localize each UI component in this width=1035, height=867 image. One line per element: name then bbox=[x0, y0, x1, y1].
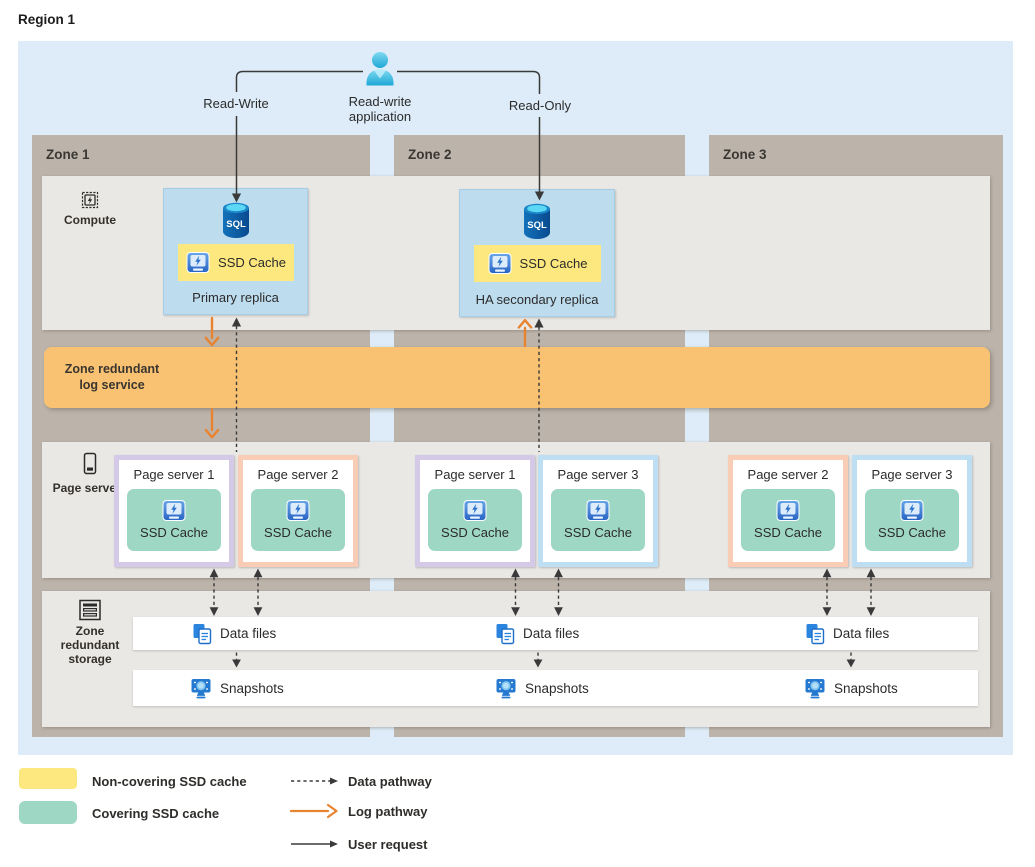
compute-label: Compute bbox=[64, 213, 116, 227]
ssd-disk-icon bbox=[488, 252, 512, 274]
data-files-label: Data files bbox=[523, 626, 580, 641]
compute-label-group: Compute bbox=[52, 190, 128, 227]
primary-ssd-cache: SSD Cache bbox=[178, 244, 294, 281]
page-server-title: Page server 1 bbox=[434, 467, 516, 482]
data-files-icon bbox=[496, 623, 515, 644]
ha-secondary-replica-box: SQL SSD Cache HA secondary replica bbox=[459, 189, 615, 317]
legend-log-pathway-label: Log pathway bbox=[348, 804, 428, 819]
zone-3-title: Zone 3 bbox=[723, 147, 767, 162]
page-server-title: Page server 2 bbox=[257, 467, 339, 482]
page-server-title: Page server 3 bbox=[557, 467, 639, 482]
zone-2-title: Zone 2 bbox=[408, 147, 452, 162]
ssd-disk-icon bbox=[463, 500, 487, 521]
data-files-label: Data files bbox=[833, 626, 890, 641]
snapshots-item-zone3: Snapshots bbox=[804, 670, 898, 706]
storage-label: Zone redundant storage bbox=[60, 624, 120, 666]
ssd-disk-icon bbox=[776, 500, 800, 521]
primary-replica-title: Primary replica bbox=[192, 290, 279, 305]
covering-ssd-cache: SSD Cache bbox=[428, 489, 522, 551]
data-files-icon bbox=[806, 623, 825, 644]
covering-ssd-cache: SSD Cache bbox=[865, 489, 959, 551]
page-server-title: Page server 1 bbox=[133, 467, 215, 482]
data-files-label: Data files bbox=[220, 626, 277, 641]
legend-covering-label: Covering SSD cache bbox=[92, 806, 220, 821]
ssd-cache-label: SSD Cache bbox=[441, 525, 509, 540]
page-server-box: Page server 3 SSD Cache bbox=[852, 455, 972, 567]
covering-ssd-cache: SSD Cache bbox=[251, 489, 345, 551]
user-request-arrow-icon bbox=[291, 840, 338, 848]
ssd-cache-label: SSD Cache bbox=[754, 525, 822, 540]
primary-replica-box: SQL SSD Cache Primary replica bbox=[163, 188, 308, 315]
data-files-icon bbox=[193, 623, 212, 644]
storage-label-group: Zone redundant storage bbox=[52, 599, 128, 666]
ssd-disk-icon bbox=[286, 500, 310, 521]
user-icon bbox=[366, 52, 394, 86]
page-server-icon bbox=[83, 452, 97, 475]
read-write-label: Read-Write bbox=[203, 96, 269, 111]
snapshots-icon bbox=[805, 678, 825, 698]
page-server-box: Page server 3 SSD Cache bbox=[538, 455, 658, 567]
snapshots-label: Snapshots bbox=[220, 680, 284, 696]
ssd-cache-label: SSD Cache bbox=[564, 525, 632, 540]
data-files-strip: Data files Data files Data files bbox=[133, 617, 978, 650]
legend-covering-swatch bbox=[19, 801, 77, 824]
ssd-disk-icon bbox=[162, 500, 186, 521]
ssd-disk-icon bbox=[900, 500, 924, 521]
snapshots-label: Snapshots bbox=[525, 680, 589, 696]
page-servers-label: Page servers bbox=[52, 481, 128, 495]
log-pathway-arrow-icon bbox=[290, 803, 338, 819]
legend-user-request-label: User request bbox=[348, 837, 428, 852]
application-label: Read-write application bbox=[348, 94, 412, 124]
ha-ssd-cache: SSD Cache bbox=[474, 245, 601, 282]
compute-chip-icon bbox=[81, 191, 99, 209]
ssd-cache-label: SSD Cache bbox=[519, 256, 588, 271]
covering-ssd-cache: SSD Cache bbox=[127, 489, 221, 551]
region-label: Region 1 bbox=[18, 12, 76, 27]
page-server-title: Page server 3 bbox=[871, 467, 953, 482]
data-pathway-arrow-icon bbox=[291, 777, 338, 785]
page-server-title: Page server 2 bbox=[747, 467, 829, 482]
snapshots-label: Snapshots bbox=[834, 680, 898, 696]
snapshots-icon bbox=[191, 678, 211, 698]
covering-ssd-cache: SSD Cache bbox=[741, 489, 835, 551]
legend-noncovering-swatch bbox=[19, 768, 77, 789]
sql-database-icon: SQL bbox=[524, 203, 550, 239]
ssd-cache-label: SSD Cache bbox=[140, 525, 208, 540]
page-server-box: Page server 2 SSD Cache bbox=[238, 455, 358, 567]
ssd-cache-label: SSD Cache bbox=[878, 525, 946, 540]
page-server-box: Page server 1 SSD Cache bbox=[114, 455, 234, 567]
legend-data-pathway-label: Data pathway bbox=[348, 774, 432, 789]
ssd-cache-label: SSD Cache bbox=[218, 255, 286, 270]
covering-ssd-cache: SSD Cache bbox=[551, 489, 645, 551]
svg-text:SQL: SQL bbox=[226, 219, 246, 230]
ssd-disk-icon bbox=[186, 251, 210, 273]
storage-stack-icon bbox=[79, 599, 101, 621]
snapshots-item-zone2: Snapshots bbox=[495, 670, 589, 706]
log-service-label: Zone redundant log service bbox=[64, 362, 160, 392]
read-only-label: Read-Only bbox=[508, 98, 572, 113]
page-server-box: Page server 2 SSD Cache bbox=[728, 455, 848, 567]
log-service-band bbox=[44, 347, 990, 408]
page-servers-label-group: Page servers bbox=[52, 452, 128, 495]
ssd-cache-label: SSD Cache bbox=[264, 525, 332, 540]
ssd-disk-icon bbox=[586, 500, 610, 521]
sql-database-icon: SQL bbox=[222, 202, 249, 238]
svg-text:SQL: SQL bbox=[527, 220, 547, 231]
ha-replica-title: HA secondary replica bbox=[475, 292, 599, 307]
page-server-box: Page server 1 SSD Cache bbox=[415, 455, 535, 567]
snapshots-strip: Snapshots Snapshots Snapshots bbox=[133, 670, 978, 706]
data-files-item-zone1: Data files bbox=[192, 617, 276, 650]
snapshots-icon bbox=[496, 678, 516, 698]
legend-noncovering-label: Non-covering SSD cache bbox=[92, 774, 247, 789]
snapshots-item-zone1: Snapshots bbox=[190, 670, 284, 706]
data-files-item-zone3: Data files bbox=[805, 617, 889, 650]
zone-1-title: Zone 1 bbox=[46, 147, 90, 162]
data-files-item-zone2: Data files bbox=[495, 617, 579, 650]
storage-band bbox=[42, 591, 990, 727]
